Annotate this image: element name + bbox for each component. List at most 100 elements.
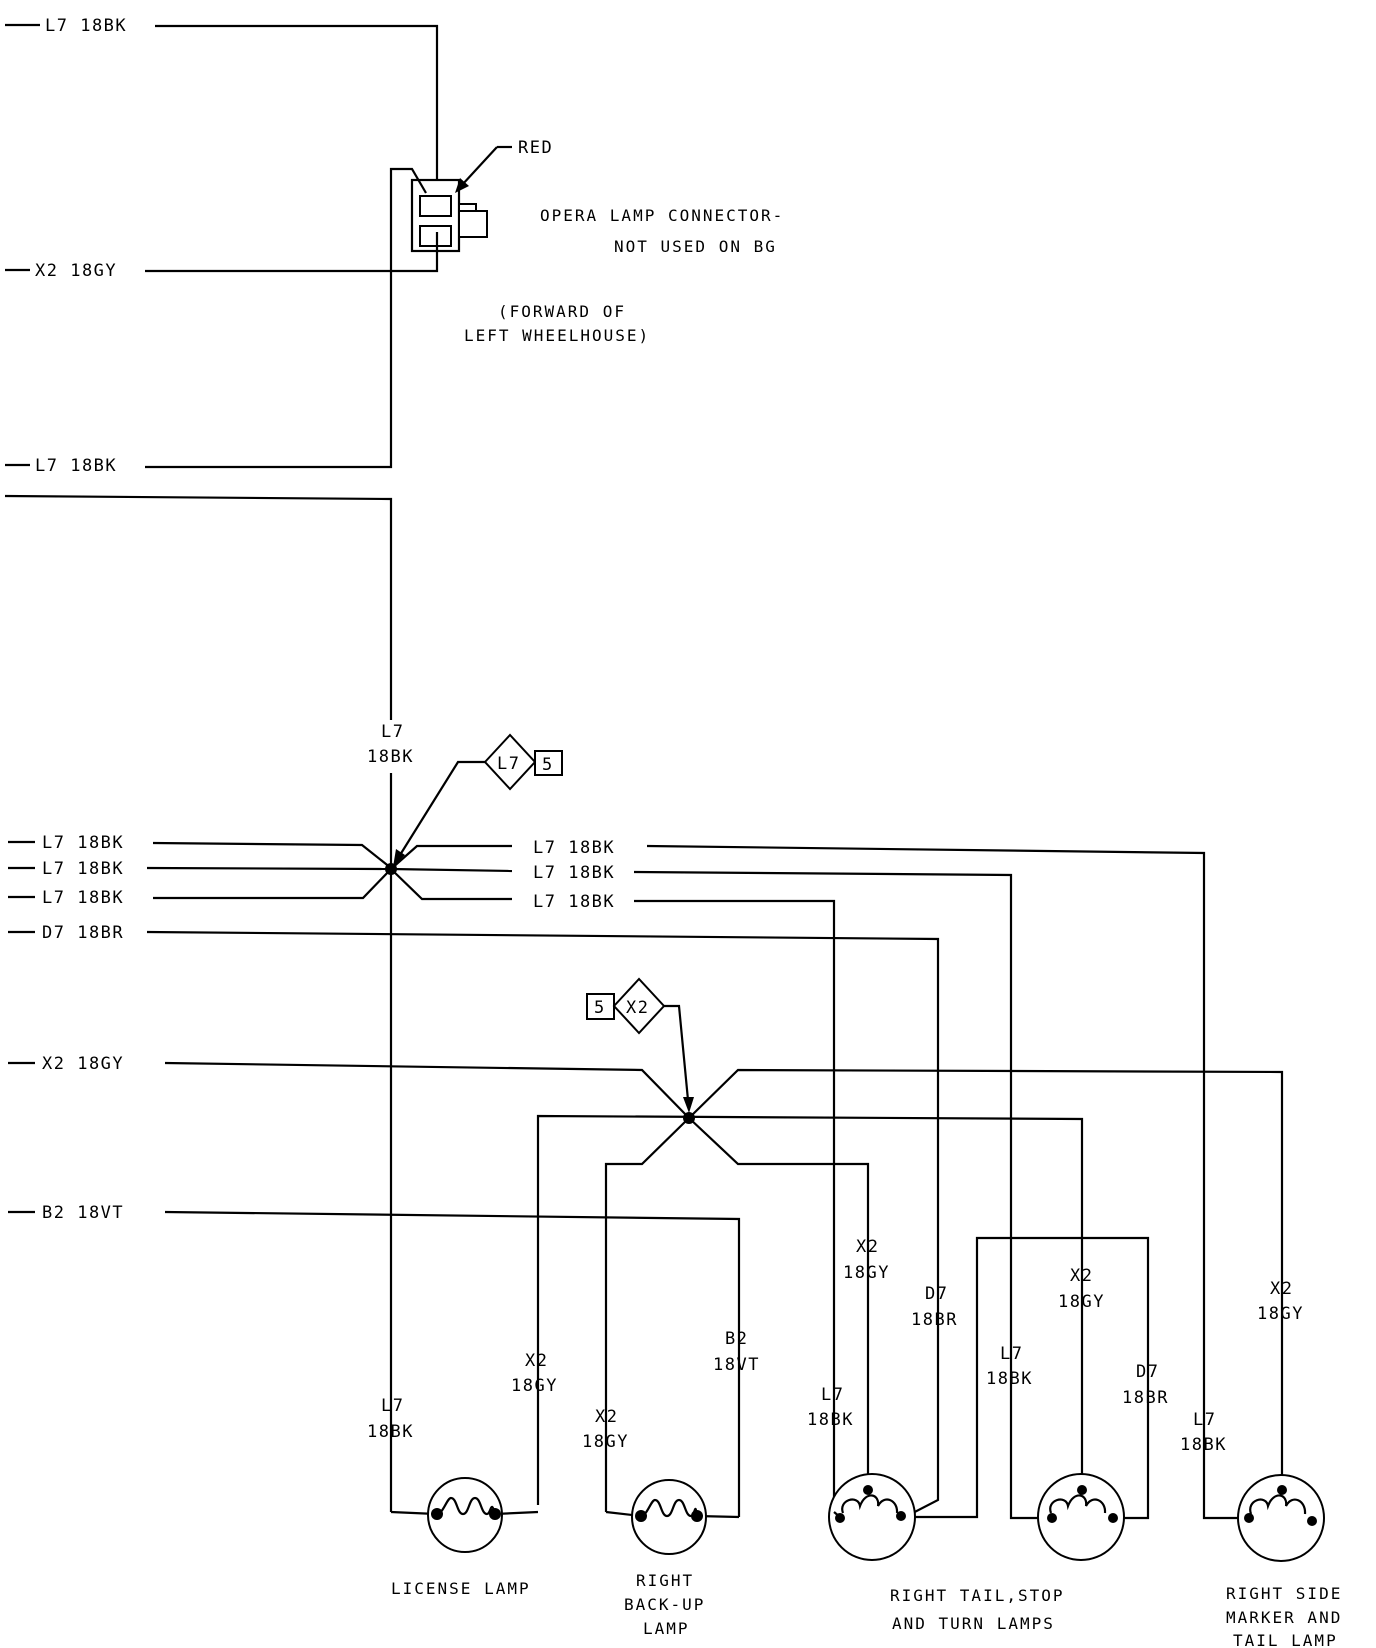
- wire-label-l7: L7 18BK: [42, 859, 124, 879]
- connector-cavity-1: [419, 195, 452, 217]
- lamp-terminal: [431, 1508, 443, 1520]
- lamp-terminal: [835, 1513, 845, 1523]
- lamp-terminal: [1047, 1513, 1057, 1523]
- red-pointer-line: [461, 146, 498, 186]
- wire-label-l7: L7 18BK: [533, 863, 615, 883]
- right-side-marker-lamp: RIGHT SIDE MARKER AND TAIL LAMP: [1226, 1474, 1342, 1648]
- wire-l7-right-3: [390, 868, 512, 901]
- wire-l7-right-1: [390, 844, 512, 870]
- label-gauge: 18BK: [1180, 1435, 1227, 1455]
- splice-pointer-arrowhead: [393, 849, 405, 867]
- lamp-caption: BACK-UP: [624, 1595, 705, 1614]
- lamp-terminal: [1077, 1485, 1087, 1495]
- splice-x2-node: [683, 1112, 695, 1124]
- label-gauge: 18GY: [1058, 1292, 1105, 1312]
- lamp-bulb: [427, 1477, 503, 1553]
- splice-code: L7: [497, 754, 520, 774]
- lamp-terminal: [691, 1510, 703, 1522]
- lamp-filament: [436, 1496, 497, 1516]
- lamp-terminal: [863, 1485, 873, 1495]
- lamp-terminal: [1307, 1516, 1317, 1526]
- label-code: L7: [1000, 1344, 1023, 1364]
- lamp-caption: LAMP: [643, 1619, 690, 1638]
- lamp-bulb: [631, 1479, 707, 1555]
- wire-x2-to-tail2-and-license: [536, 1114, 1084, 1505]
- lamp-bulb: [1237, 1474, 1325, 1562]
- backup-lamp: RIGHT BACK-UP LAMP: [605, 1479, 740, 1638]
- lamp-caption: AND TURN LAMPS: [892, 1614, 1055, 1633]
- wire-x2-to-tail1: [688, 1117, 870, 1490]
- wire-l7-to-tail2: [633, 870, 1052, 1520]
- splice-code: X2: [626, 998, 649, 1018]
- label-code: X2: [595, 1407, 618, 1427]
- label-gauge: 18VT: [713, 1355, 760, 1375]
- label-code: B2: [725, 1329, 748, 1349]
- lamp-bulb: [828, 1473, 916, 1561]
- connector-note: NOT USED ON BG: [614, 237, 777, 256]
- wire-label-l7: L7 18BK: [35, 456, 117, 476]
- opera-lamp-connector-group: L7 18BK RED OPERA LAMP CONNECTOR- NOT US…: [4, 16, 782, 720]
- license-lamp: LICENSE LAMP: [390, 1477, 539, 1598]
- connector-location: LEFT WHEELHOUSE): [464, 326, 650, 345]
- label-code: X2: [1070, 1266, 1093, 1286]
- label-gauge: 18BK: [807, 1410, 854, 1430]
- right-tail-lamp-2: [1037, 1473, 1125, 1561]
- lamp-filament: [1249, 1494, 1307, 1515]
- label-code: X2: [1270, 1279, 1293, 1299]
- label-code: D7: [1136, 1362, 1159, 1382]
- wire-l7-left-3: [153, 868, 392, 900]
- lamp-caption: RIGHT SIDE: [1226, 1584, 1342, 1603]
- splice-number: 5: [594, 998, 606, 1018]
- x2-splice-group: 5 X2 X2 18GY: [8, 977, 1284, 1512]
- label-code: D7: [925, 1284, 948, 1304]
- lamp-terminal: [896, 1511, 906, 1521]
- wire-x2-to-marker: [688, 1068, 1284, 1490]
- wire-l7-left-2: [146, 866, 392, 871]
- wire-l7-to-connector: [155, 24, 439, 202]
- wire-d7-to-tail1: [146, 930, 940, 1518]
- trunk-label-gauge: 18BK: [367, 747, 414, 767]
- wire-l7-right-2: [390, 867, 513, 873]
- wire-x2-to-connector: [145, 232, 439, 273]
- d7-wire-group: D7 18BR: [8, 923, 940, 1518]
- wire-label-l7: L7 18BK: [45, 16, 127, 36]
- label-code: L7: [381, 1396, 404, 1416]
- red-pointer-arrowhead: [455, 178, 469, 193]
- lamp-terminal: [1108, 1513, 1118, 1523]
- lamp-terminal: [635, 1510, 647, 1522]
- red-label: RED: [518, 138, 553, 158]
- lamp-caption: RIGHT: [636, 1571, 694, 1590]
- splice-number-box: [534, 750, 563, 776]
- label-gauge: 18BR: [911, 1310, 958, 1330]
- lamp-terminal: [1277, 1485, 1287, 1495]
- lamp-caption: MARKER AND: [1226, 1608, 1342, 1627]
- label-code: X2: [856, 1237, 879, 1257]
- wire-l7-loop-to-connector: [145, 167, 427, 469]
- label-gauge: 18GY: [582, 1432, 629, 1452]
- lamp-caption: RIGHT TAIL,STOP: [890, 1586, 1065, 1605]
- lamp-filament: [841, 1494, 899, 1514]
- wire-l7-left-1: [152, 841, 392, 869]
- right-tail-lamp-1: [828, 1473, 916, 1561]
- label-code: X2: [525, 1351, 548, 1371]
- label-code: L7: [1193, 1410, 1216, 1430]
- splice-pointer: [664, 1004, 690, 1101]
- lamp-caption: TAIL LAMP: [1233, 1631, 1338, 1648]
- lamp-bulb: [1037, 1473, 1125, 1561]
- label-gauge: 18GY: [1257, 1304, 1304, 1324]
- label-gauge: 18GY: [511, 1376, 558, 1396]
- splice-pointer-arrowhead: [683, 1097, 694, 1113]
- wire-label-x2: X2 18GY: [42, 1054, 124, 1074]
- wire-label-l7: L7 18BK: [42, 833, 124, 853]
- lamp-filament: [1049, 1494, 1107, 1514]
- lamp-terminal: [1244, 1513, 1254, 1523]
- wire-label-l7: L7 18BK: [42, 888, 124, 908]
- wire-l7-to-marker: [646, 844, 1247, 1520]
- wire-x2-input: [164, 1061, 690, 1119]
- wire-label-l7: L7 18BK: [533, 892, 615, 912]
- label-code: L7: [821, 1385, 844, 1405]
- splice-number: 5: [542, 755, 554, 775]
- wire-d7-to-tail2: [905, 1236, 1150, 1520]
- wire-label-x2: X2 18GY: [35, 261, 117, 281]
- splice-l7-node: [385, 863, 397, 875]
